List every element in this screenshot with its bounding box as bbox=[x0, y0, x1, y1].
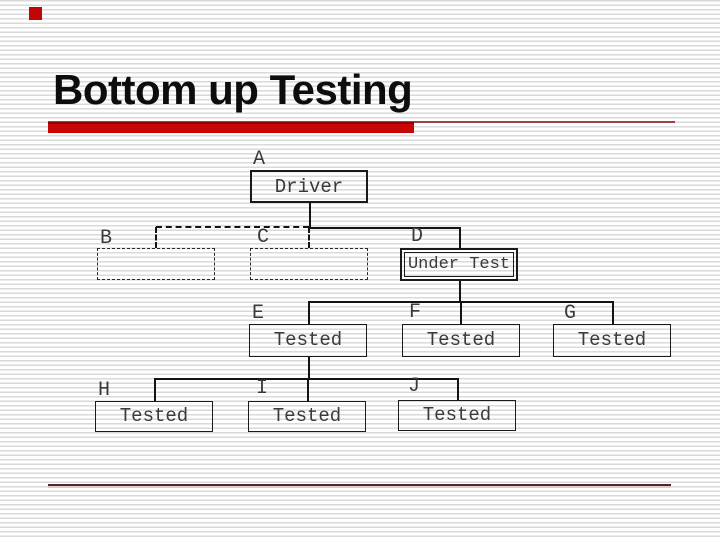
connector-d-down bbox=[459, 281, 461, 302]
connector-hij-bus bbox=[154, 378, 459, 380]
node-box-c-empty bbox=[250, 248, 368, 280]
red-square-decoration bbox=[29, 7, 42, 20]
connector-f-stub bbox=[460, 301, 462, 324]
node-label-b: B bbox=[100, 227, 113, 250]
connector-i-stub bbox=[307, 378, 309, 401]
connector-g-stub bbox=[612, 301, 614, 324]
connector-b-dashed-stub bbox=[155, 227, 157, 248]
node-label-j: J bbox=[408, 375, 421, 398]
node-box-tested-g: Tested bbox=[553, 324, 671, 357]
node-label-c: C bbox=[257, 226, 270, 249]
connector-d-stub bbox=[459, 227, 461, 248]
node-label-a: A bbox=[253, 148, 266, 171]
node-label-g: G bbox=[564, 302, 577, 325]
slide-title: Bottom up Testing bbox=[53, 66, 413, 113]
node-box-b-empty bbox=[97, 248, 215, 280]
connector-a-down bbox=[309, 203, 311, 229]
node-box-under-test-inner: Under Test bbox=[404, 252, 514, 277]
node-box-under-test: Under Test bbox=[400, 248, 518, 281]
title-underline-thick bbox=[48, 122, 414, 133]
connector-c-dashed-stub bbox=[308, 227, 310, 248]
node-box-tested-j: Tested bbox=[398, 400, 516, 431]
node-label-f: F bbox=[409, 301, 422, 324]
footer-rule bbox=[48, 484, 671, 488]
node-box-tested-h: Tested bbox=[95, 401, 213, 432]
connector-h-stub bbox=[154, 378, 156, 401]
connector-e-down bbox=[308, 357, 310, 380]
connector-b-c-dashed-bus bbox=[156, 226, 309, 228]
connector-e-stub bbox=[308, 301, 310, 324]
node-box-tested-i: Tested bbox=[248, 401, 366, 432]
node-label-e: E bbox=[252, 302, 265, 325]
node-box-tested-f: Tested bbox=[402, 324, 520, 357]
node-label-h: H bbox=[98, 379, 111, 402]
node-box-driver: Driver bbox=[250, 170, 368, 203]
node-box-tested-e: Tested bbox=[249, 324, 367, 357]
connector-j-stub bbox=[457, 378, 459, 400]
node-label-d: D bbox=[411, 225, 424, 248]
connector-a-d-bus bbox=[309, 227, 461, 229]
node-label-i: I bbox=[256, 377, 269, 400]
